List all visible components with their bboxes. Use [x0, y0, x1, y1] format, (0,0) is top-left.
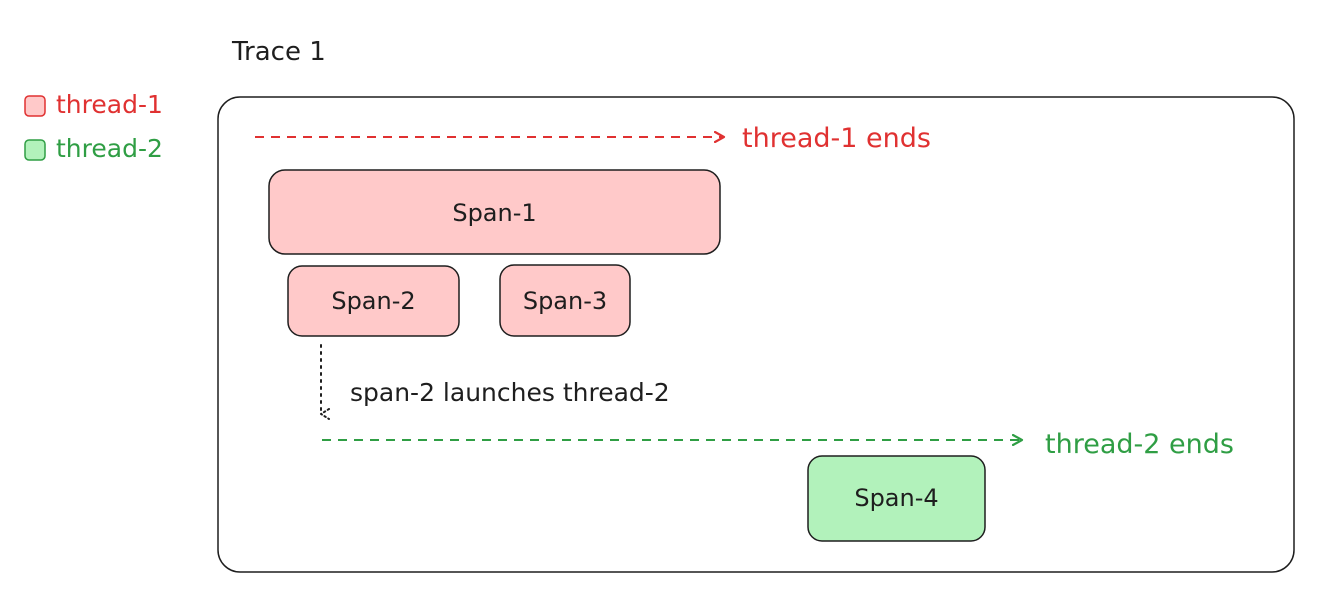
legend-swatch-thread-2 — [24, 139, 46, 161]
span-1-box: Span-1 — [268, 169, 721, 255]
trace-title: Trace 1 — [231, 37, 326, 67]
span-1-rect — [268, 169, 721, 255]
trace-container — [217, 96, 1295, 573]
span-1-label: Span-1 — [452, 199, 536, 227]
span-4-box: Span-4 — [807, 455, 986, 542]
span-2-label: Span-2 — [331, 287, 415, 315]
span-3-rect — [499, 264, 631, 337]
launch-annotation: span-2 launches thread-2 — [350, 378, 670, 407]
legend-label-thread-2: thread-2 — [56, 134, 163, 163]
span-4-rect — [807, 455, 986, 542]
span-4-label: Span-4 — [854, 484, 938, 512]
thread-2-end-label: thread-2 ends — [1045, 429, 1234, 460]
span-2-rect — [287, 265, 460, 337]
span-3-box: Span-3 — [499, 264, 631, 337]
legend-swatch-thread-1 — [24, 95, 46, 117]
legend-label-thread-1: thread-1 — [56, 90, 163, 119]
span-2-box: Span-2 — [287, 265, 460, 337]
span-3-label: Span-3 — [523, 287, 607, 315]
thread-1-end-label: thread-1 ends — [742, 123, 931, 154]
legend: thread-1 thread-2 — [24, 90, 163, 163]
